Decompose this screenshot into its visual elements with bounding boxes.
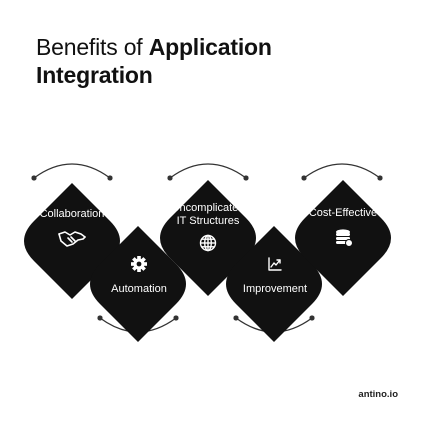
globe-icon [199, 234, 217, 252]
arc-top-3 [301, 163, 383, 181]
benefit-label: Cost-Effective [309, 207, 377, 219]
benefit-label: IT Structures [177, 215, 240, 227]
benefit-it-structures: Uncomplicated IT Structures [160, 180, 256, 296]
benefit-label: Automation [111, 283, 167, 295]
benefit-automation: Automation [90, 226, 186, 342]
footer-brand: antino.io [358, 389, 398, 400]
title-bold-2: Integration [36, 62, 153, 88]
benefit-label: Collaboration [40, 208, 105, 220]
arc-top-1 [31, 163, 113, 181]
benefit-label: Improvement [243, 283, 307, 295]
page-title: Benefits of Application Integration [36, 33, 272, 89]
title-bold-1: Application [148, 34, 272, 60]
handshake-icon [58, 231, 86, 247]
arc-top-2 [167, 163, 249, 181]
title-light: Benefits of [36, 34, 143, 60]
gear-icon [131, 256, 147, 272]
benefit-cost-effective: Cost-Effective [295, 180, 391, 296]
benefit-improvement: Improvement [226, 226, 322, 342]
chart-icon [268, 257, 282, 271]
coins-icon [336, 229, 353, 247]
benefit-label: Uncomplicated [172, 202, 245, 214]
